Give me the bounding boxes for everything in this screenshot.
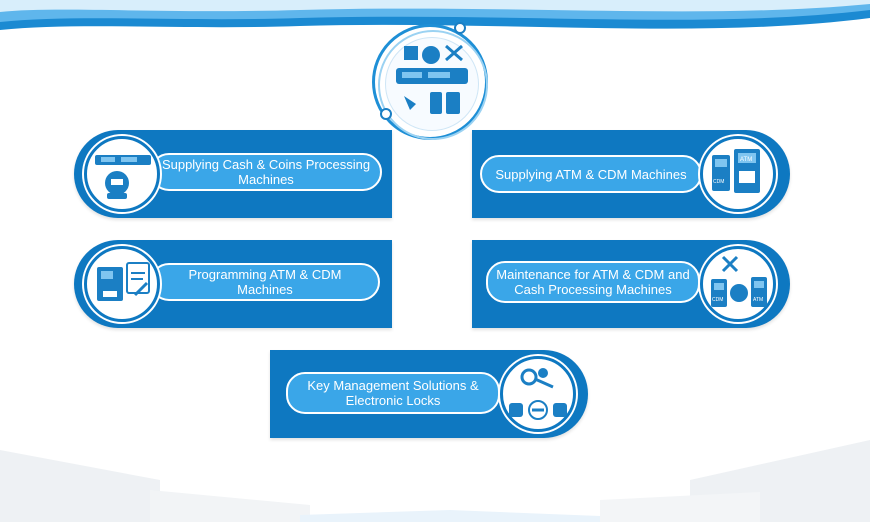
service-badge: ATM CDM [700, 246, 776, 322]
cash-processing-machine-icon [95, 155, 151, 199]
service-badge [500, 356, 576, 432]
service-badge [84, 136, 160, 212]
atm-cdm-machines-icon: ATM CDM [712, 149, 760, 193]
background-top-wave [0, 0, 870, 30]
atm-programming-icon [97, 262, 150, 301]
service-label: Supplying ATM & CDM Machines [480, 155, 702, 193]
cash-atm-services-icon [396, 44, 468, 114]
service-label: Maintenance for ATM & CDM and Cash Proce… [486, 261, 700, 303]
keys-electronic-locks-icon [509, 368, 567, 420]
maintenance-tools-icon: ATM CDM [711, 255, 767, 307]
atm-label: ATM [753, 297, 763, 303]
hub-inner-ring [378, 30, 488, 140]
service-label: Programming ATM & CDM Machines [150, 263, 380, 301]
hub-orbit-dot [380, 108, 392, 120]
service-label: Supplying Cash & Coins Processing Machin… [150, 153, 382, 191]
cdm-label: CDM [713, 179, 724, 185]
background-bottom-panels [0, 440, 870, 522]
hub-center [385, 37, 479, 131]
service-label: Key Management Solutions & Electronic Lo… [286, 372, 500, 414]
hub-orbit-dot [454, 22, 466, 34]
service-badge [84, 246, 160, 322]
service-badge: ATM CDM [700, 136, 776, 212]
atm-label: ATM [740, 157, 752, 163]
cdm-label: CDM [712, 297, 723, 303]
